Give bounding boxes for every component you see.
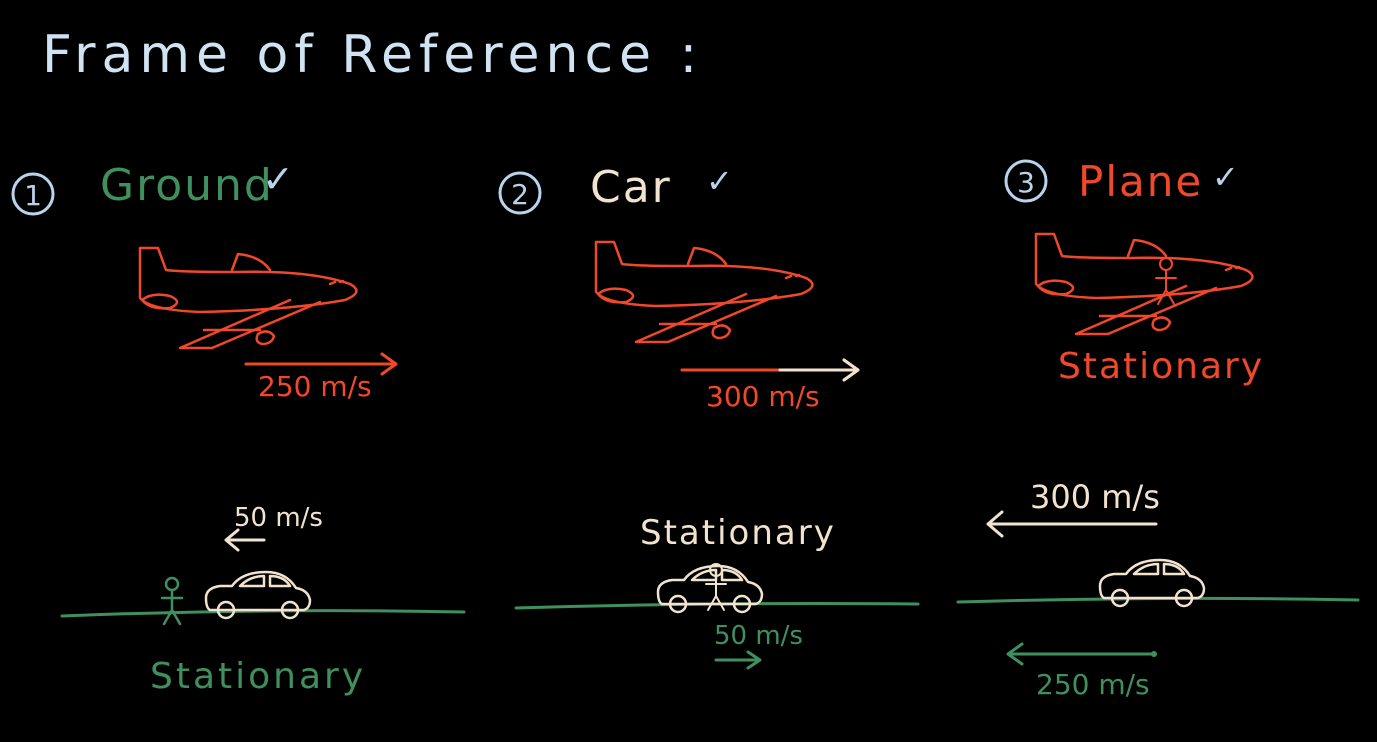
page-title: Frame of Reference :: [42, 25, 703, 85]
check-icon: ✓: [706, 162, 733, 200]
left-arrow-icon: [986, 510, 1158, 538]
frame-label-car: Car: [590, 162, 672, 213]
left-arrow-icon: [224, 528, 266, 552]
right-arrow-icon: [244, 352, 398, 376]
plane-drawing: [594, 240, 814, 344]
ground-status-label: Stationary: [150, 656, 366, 697]
car-drawing: [204, 570, 312, 620]
ground-line: [60, 609, 466, 618]
left-arrow-icon: [1006, 642, 1156, 666]
person-icon: [160, 576, 184, 626]
frame-label-ground: Ground: [100, 160, 274, 211]
plane-status-label: Stationary: [1058, 346, 1264, 387]
plane-speed-label: 300 m/s: [706, 380, 820, 413]
car-drawing: [1098, 558, 1206, 608]
plane-drawing: [138, 246, 358, 350]
ground-speed-label: 50 m/s: [714, 621, 803, 651]
plane-drawing: [1034, 232, 1254, 336]
frame-car: 2 Car ✓ 300 m/s Stationary 50 m/s: [498, 162, 920, 670]
right-arrow-tip-icon: [778, 358, 860, 382]
check-icon: ✓: [1212, 158, 1239, 196]
number-circle: [11, 172, 55, 216]
car-speed-label: 50 m/s: [234, 503, 323, 533]
car-speed-label: 300 m/s: [1030, 478, 1160, 516]
frame-number: 3: [1017, 166, 1035, 199]
number-circle: [498, 171, 542, 215]
right-arrow-icon: [714, 650, 762, 670]
plane-speed-label: 250 m/s: [258, 370, 372, 403]
frame-number: 2: [511, 178, 529, 211]
frame-number: 1: [24, 179, 42, 212]
number-circle: [1004, 159, 1048, 203]
car-status-label: Stationary: [640, 513, 836, 553]
frame-ground: 1 Ground ✓ 250 m/s 50 m/s Stationary: [11, 157, 466, 697]
frame-plane: 3 Plane ✓ Stationary 300 m/s 250 m/s: [956, 157, 1360, 701]
frame-label-plane: Plane: [1078, 157, 1203, 206]
arrow-tail-dot: [1151, 651, 1157, 657]
check-icon: ✓: [262, 157, 294, 201]
ground-speed-label: 250 m/s: [1036, 668, 1150, 701]
